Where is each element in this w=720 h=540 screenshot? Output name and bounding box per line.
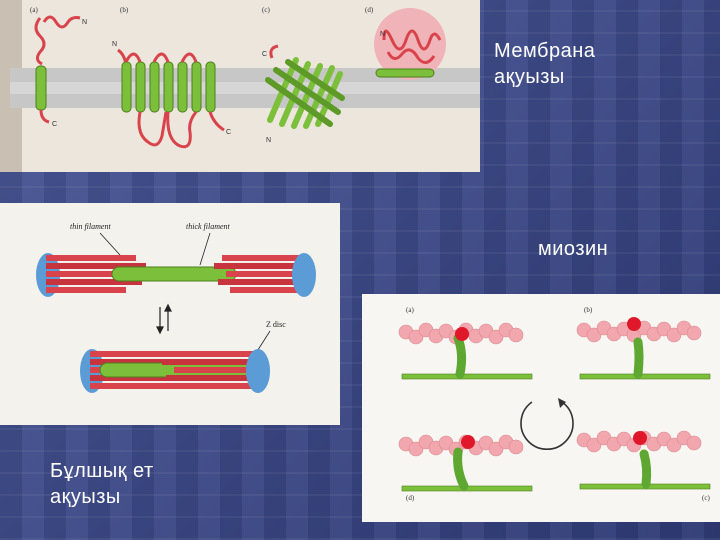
thick-filament	[401, 373, 533, 380]
thick-filament-label: thick filament	[186, 222, 231, 231]
n-terminus-label: N	[112, 41, 117, 48]
panel-c-label: (c)	[262, 6, 270, 14]
cycle-arrow	[520, 398, 574, 450]
myosin-head	[639, 449, 652, 489]
n-terminus-label: N	[82, 19, 87, 26]
n-terminus-label: N	[380, 31, 385, 38]
contraction-arrows	[156, 303, 172, 335]
thin-filament-label: thin filament	[70, 222, 111, 231]
myosin-head	[453, 447, 469, 491]
contracted-sarcomere	[80, 349, 270, 393]
panel-b-label: (b)	[120, 6, 129, 14]
membrane-protein-figure: (a) N C (b) N C (c) C	[0, 0, 480, 172]
muscle-protein-caption: Бұлшық ет ақуызы	[50, 458, 154, 510]
myosin-panel-b-label: (b)	[584, 306, 593, 314]
c-terminus-label: C	[262, 51, 267, 58]
relaxed-sarcomere	[36, 253, 316, 297]
muscle-filament-figure: thin filament thick filament Z	[0, 203, 340, 425]
c-terminus-label: C	[226, 129, 231, 136]
muscle-caption-line-1: Бұлшық ет	[50, 460, 154, 482]
helix-bundle	[121, 61, 216, 113]
thick-filament	[579, 373, 711, 380]
z-disc-label: Z disc	[266, 320, 286, 329]
helix	[35, 65, 47, 111]
myosin-panel-c-label: (c)	[702, 494, 710, 502]
muscle-caption-line-2: ақуызы	[50, 486, 121, 508]
myosin-binding-site	[455, 327, 469, 341]
beta-barrel	[265, 57, 345, 129]
panel-d-label: (d)	[365, 6, 374, 14]
n-terminus-label: N	[266, 137, 271, 144]
myosin-binding-site	[627, 317, 641, 331]
anchor-helix	[375, 68, 435, 78]
myosin-binding-site	[633, 431, 647, 445]
myosin-cycle-figure: (a) (b) (d) (c)	[362, 294, 720, 522]
myosin-panel-a-label: (a)	[406, 306, 414, 314]
membrane-caption-line-2: ақуызы	[494, 66, 565, 88]
panel-a-label: (a)	[30, 6, 38, 14]
myosin-head	[453, 333, 467, 379]
myosin-panel-d-label: (d)	[406, 494, 415, 502]
membrane-caption-line-1: Мембрана	[494, 40, 596, 62]
myosin-head	[633, 337, 644, 379]
myosin-binding-site	[461, 435, 475, 449]
c-terminus-label: C	[52, 121, 57, 128]
membrane-protein-caption: Мембрана ақуызы	[494, 38, 595, 90]
myosin-caption: миозин	[538, 238, 609, 260]
